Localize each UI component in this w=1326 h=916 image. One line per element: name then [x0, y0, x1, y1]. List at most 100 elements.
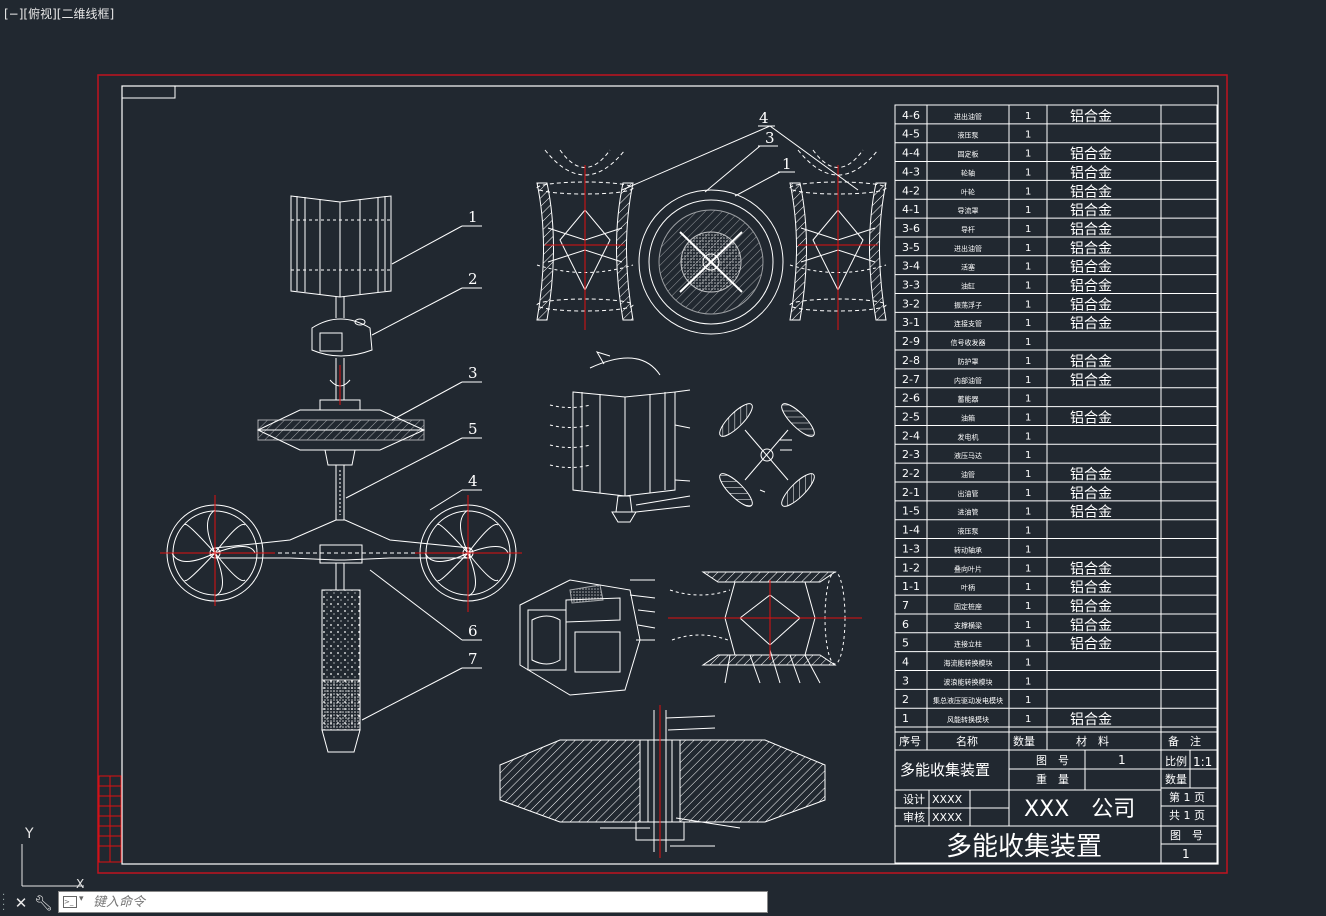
detail-cross-rotor [719, 403, 815, 507]
top-balloon-1: 1 [782, 155, 792, 173]
bom-cell-material: 铝合金 [1070, 712, 1112, 728]
bom-header-note: 备 注 [1168, 734, 1201, 748]
bom-cell-name: 液压马达 [954, 451, 982, 460]
bom-cell-no: 6 [902, 618, 909, 631]
bom-table [894, 104, 1218, 751]
bom-cell-no: 2-8 [902, 354, 920, 367]
bom-cell-no: 7 [902, 599, 909, 612]
bom-cell-name: 信号收发器 [951, 338, 986, 347]
bom-cell-qty: 1 [1025, 620, 1031, 631]
bom-cell-no: 4-5 [902, 128, 920, 141]
bottom-no-label: 图 号 [1170, 829, 1203, 842]
bom-cell-name: 液压泵 [958, 527, 979, 536]
bom-cell-qty: 1 [1025, 507, 1031, 518]
bom-cell-qty: 1 [1025, 412, 1031, 423]
pile-foundation [321, 563, 361, 753]
main-balloon-labels: 1 2 3 5 4 6 7 [468, 208, 478, 668]
wrench-icon[interactable]: 🔧︎ [34, 894, 54, 912]
bom-cell-name: 油箱 [961, 413, 975, 422]
drawing-no: 1 [1118, 753, 1126, 767]
bom-cell-no: 2 [902, 693, 909, 706]
detail-wind-module [549, 351, 691, 523]
bom-cell-material: 铝合金 [1070, 203, 1112, 219]
bom-cell-material: 铝合金 [1070, 373, 1112, 389]
bom-cell-name: 振荡浮子 [954, 300, 982, 309]
design-label: 设计 [903, 793, 925, 806]
review-name: XXXX [932, 811, 963, 824]
top-view-wheel [638, 189, 784, 335]
bom-cell-qty: 1 [1025, 281, 1031, 292]
title-block [894, 749, 1218, 864]
bom-cell-qty: 1 [1025, 526, 1031, 537]
bom-cell-name: 固定板 [958, 150, 979, 159]
bom-cell-material: 铝合金 [1070, 637, 1112, 653]
sheet-border [97, 74, 1228, 874]
bom-cell-no: 3-1 [902, 316, 920, 329]
drawing-canvas[interactable]: 1 2 3 5 4 6 7 [0, 0, 1326, 889]
bom-cell-material: 铝合金 [1070, 279, 1112, 295]
grip-handle-icon[interactable]: ···· [2, 890, 6, 916]
bom-cell-name: 进油管 [958, 508, 979, 517]
drawing-name: 多能收集装置 [900, 761, 990, 779]
bom-cell-qty: 1 [1025, 639, 1031, 650]
bom-cell-material: 铝合金 [1070, 147, 1112, 163]
bom-cell-name: 进出油管 [954, 112, 982, 121]
close-icon[interactable]: ✕ [14, 894, 28, 912]
balloon-7: 7 [468, 650, 478, 668]
bom-cell-no: 4-3 [902, 165, 920, 178]
bom-cell-qty: 1 [1025, 488, 1031, 499]
bom-cell-no: 3-3 [902, 279, 920, 292]
bom-cell-name: 进出油管 [954, 244, 982, 253]
bom-cell-material: 铝合金 [1070, 561, 1112, 577]
cross-beam [214, 519, 471, 564]
bom-cell-name: 出油管 [958, 489, 979, 498]
bom-cell-no: 3-2 [902, 297, 920, 310]
drawing-no-label: 图 号 [1036, 754, 1069, 767]
main-assembly [166, 195, 517, 753]
bom-cell-no: 4-2 [902, 184, 920, 197]
bom-cell-material: 铝合金 [1070, 109, 1112, 125]
corner-tab [121, 85, 176, 99]
bom-cell-no: 1-3 [902, 542, 920, 555]
bom-cell-no: 2-6 [902, 392, 920, 405]
bom-header-material: 材 料 [1076, 734, 1109, 748]
review-label: 审核 [903, 810, 925, 824]
bom-cell-qty: 1 [1025, 337, 1031, 348]
bom-cell-name: 导杆 [961, 225, 975, 234]
balloon-2: 2 [468, 270, 478, 288]
command-input-box[interactable]: >_ ▾ [58, 891, 768, 913]
bom-cell-material: 铝合金 [1070, 297, 1112, 313]
balloon-4: 4 [468, 472, 478, 490]
top-view-right-turbine [789, 149, 887, 321]
ucs-x-label: X [76, 877, 84, 890]
bom-cell-material: 铝合金 [1070, 354, 1112, 370]
bom-cell-qty: 1 [1025, 167, 1031, 178]
bom-cell-qty: 1 [1025, 469, 1031, 480]
bom-cell-no: 2-2 [902, 467, 920, 480]
command-bar: ···· ✕ 🔧︎ >_ ▾ [0, 889, 1326, 916]
column [335, 465, 345, 520]
bom-cell-name: 波浪能转换模块 [944, 677, 993, 686]
bom-cell-qty: 1 [1025, 111, 1031, 122]
bom-cell-no: 3-5 [902, 241, 920, 254]
bom-cell-qty: 1 [1025, 224, 1031, 235]
balloon-6: 6 [468, 622, 478, 640]
wind-turbine [290, 195, 392, 318]
quantity-label: 数量 [1165, 773, 1187, 786]
scale-value: 1:1 [1193, 755, 1212, 769]
bom-cell-qty: 1 [1025, 563, 1031, 574]
top-view-leaders [621, 125, 859, 197]
command-input[interactable] [93, 892, 753, 912]
bom-cell-no: 2-1 [902, 486, 920, 499]
bom-cell-no: 1-4 [902, 524, 920, 537]
big-title: 多能收集装置 [946, 832, 1102, 862]
bom-header-name: 名称 [956, 734, 978, 748]
command-prompt-icon[interactable]: >_ [63, 896, 77, 908]
chevron-down-icon[interactable]: ▾ [79, 894, 84, 904]
generator-housing [311, 318, 373, 400]
bom-cell-qty: 1 [1025, 149, 1031, 160]
bom-cell-qty: 1 [1025, 450, 1031, 461]
bom-cell-material: 铝合金 [1070, 410, 1112, 426]
ucs-y-label: Y [24, 826, 34, 842]
viewport-label[interactable]: [−][俯视][二维线框] [4, 7, 115, 21]
